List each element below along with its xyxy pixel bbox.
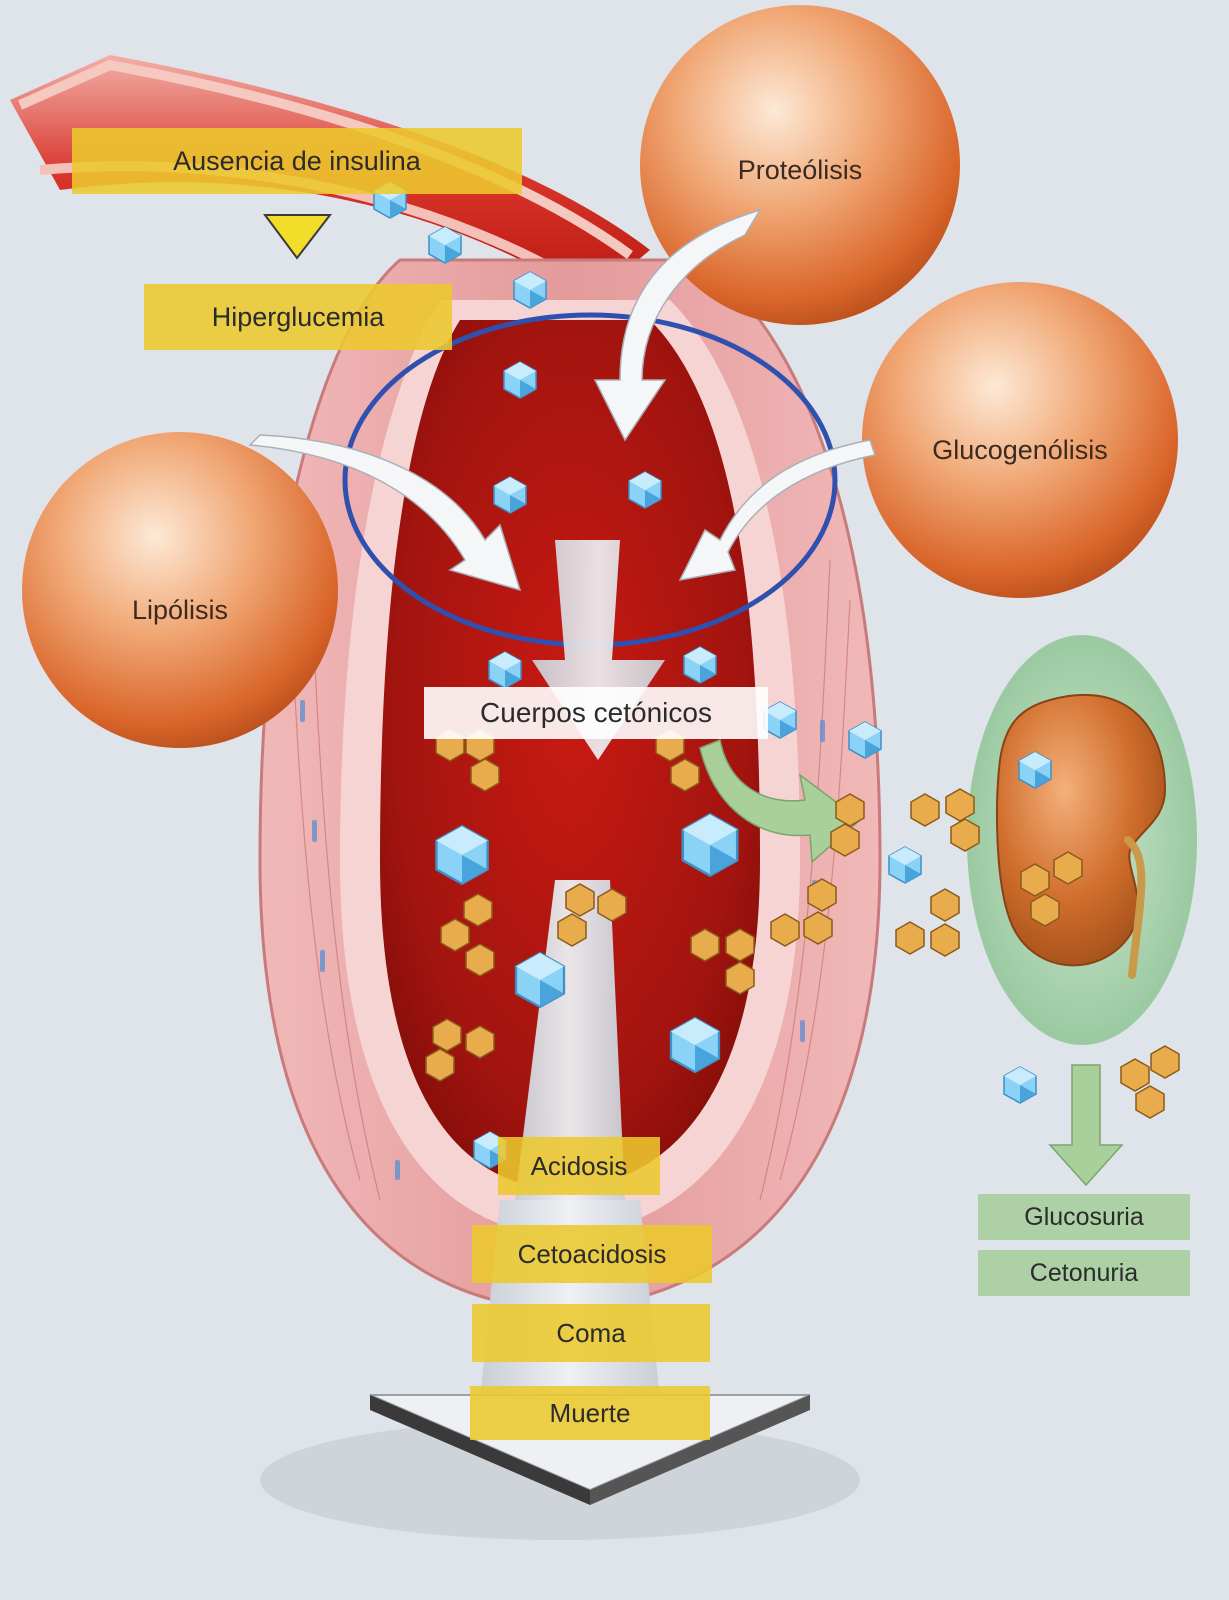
proteolisis-label: Proteólisis (737, 154, 863, 185)
muerte-label: Muerte (470, 1386, 710, 1440)
proteolisis-arrow (593, 208, 762, 442)
cetoacidosis-label: Cetoacidosis (472, 1225, 712, 1283)
yellow-down-triangle (263, 214, 333, 260)
hiperglucemia-label: Hiperglucemia (144, 284, 452, 350)
cetonuria-label: Cetonuria (978, 1250, 1190, 1296)
lipolisis-label: Lipólisis (131, 594, 229, 625)
acidosis-label: Acidosis (498, 1137, 660, 1195)
to-kidney-arrow (699, 738, 862, 864)
cuerpos-cetonicos-label: Cuerpos cetónicos (424, 687, 768, 739)
lipolisis-sphere (22, 432, 338, 748)
glucosuria-label: Glucosuria (978, 1194, 1190, 1240)
glucogenolisis-label: Glucogenólisis (932, 434, 1108, 465)
lipolisis-arrow (248, 434, 522, 592)
ausencia-de-insulina-label: Ausencia de insulina (72, 128, 522, 194)
urine-arrow (1048, 1064, 1124, 1187)
coma-label: Coma (472, 1304, 710, 1362)
glucogenolisis-arrow (678, 439, 876, 582)
glucogenolisis-sphere (862, 282, 1178, 598)
